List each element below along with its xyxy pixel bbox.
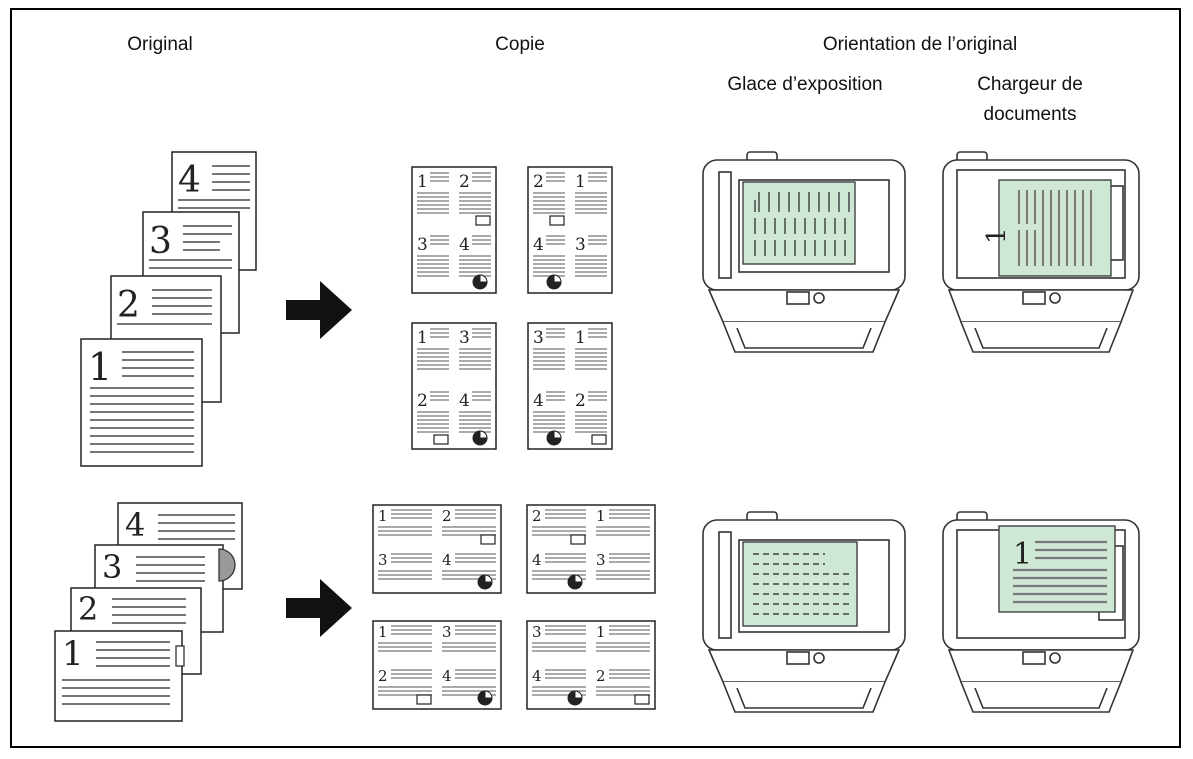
copy-page-number: 3 xyxy=(596,551,606,569)
copy-page-number: 1 xyxy=(575,172,586,192)
copy-page-number: 3 xyxy=(533,328,544,348)
copier-icon xyxy=(702,151,906,353)
box-mark xyxy=(475,215,491,226)
copy-sheet-landscape: 3 1 4 2 xyxy=(526,620,656,710)
copy-page-number: 1 xyxy=(575,328,586,348)
copy-sheet-landscape: 2 1 4 3 xyxy=(526,504,656,594)
copy-page-number: 1 xyxy=(417,328,428,348)
copy-page-number: 3 xyxy=(459,328,470,348)
page-number: 1 xyxy=(62,634,84,674)
copy-page-number: 3 xyxy=(532,623,542,641)
copy-sheet-landscape: 1 2 3 4 xyxy=(372,504,502,594)
copy-page-number: 4 xyxy=(532,551,542,569)
copy-page-number: 2 xyxy=(532,507,542,525)
copy-page-number: 2 xyxy=(596,667,606,685)
copy-page-number: 1 xyxy=(596,623,606,641)
document-feeder-icon: 1 xyxy=(942,511,1140,713)
copy-page-number: 2 xyxy=(442,507,452,525)
copy-sheet-portrait: 2 1 4 3 xyxy=(527,166,613,294)
copy-sheets: 1 2 3 4 2 1 4 3 1 3 2 4 3 1 4 2 1 2 3 4 2 1 4 3 1 3 2 4 3 1 4 2 xyxy=(372,166,656,710)
copy-page-number: 3 xyxy=(442,623,452,641)
copy-page-number: 2 xyxy=(417,391,428,411)
header-glace: Glace d’exposition xyxy=(727,74,883,95)
header-orientation: Orientation de l’original xyxy=(822,34,1018,55)
copy-sheet-landscape: 1 3 2 4 xyxy=(372,620,502,710)
document-feeder-icon: 1 xyxy=(942,151,1140,353)
box-mark xyxy=(480,534,496,545)
copy-page-number: 4 xyxy=(442,551,452,569)
page-number: 3 xyxy=(102,548,122,586)
original-page-1: 1 xyxy=(80,338,203,467)
copy-sheet-portrait: 1 3 2 4 xyxy=(411,322,497,450)
copy-page-number: 4 xyxy=(533,391,544,411)
page-number: 3 xyxy=(149,221,172,262)
copy-page-number: 1 xyxy=(378,507,388,525)
copy-page-number: 1 xyxy=(378,623,388,641)
copy-sheet-portrait: 1 2 3 4 xyxy=(411,166,497,294)
header-original: Original xyxy=(127,34,193,55)
landscape-originals: 4 3 2 1 xyxy=(54,502,243,722)
copy-page-number: 3 xyxy=(575,235,586,255)
copy-page-number: 3 xyxy=(417,235,428,255)
copy-page-number: 4 xyxy=(459,391,470,411)
original-page-1-landscape: 1 xyxy=(54,630,185,722)
feeder-original xyxy=(998,179,1112,277)
copy-sheet-outline xyxy=(526,620,656,710)
box-mark xyxy=(549,215,565,226)
copy-page-number: 3 xyxy=(378,551,388,569)
copy-page-number: 1 xyxy=(596,507,606,525)
box-mark xyxy=(634,694,650,705)
copy-sheet-outline xyxy=(526,504,656,594)
copy-page-number: 2 xyxy=(378,667,388,685)
copy-page-number: 4 xyxy=(533,235,544,255)
copy-page-number: 4 xyxy=(532,667,542,685)
page-number: 4 xyxy=(125,506,145,544)
glass-original xyxy=(742,541,858,627)
box-mark xyxy=(416,694,432,705)
box-mark xyxy=(570,534,586,545)
page-number: 2 xyxy=(117,285,140,326)
page-number: 1 xyxy=(88,345,112,389)
box-mark xyxy=(591,434,607,445)
header-chargeur-2: documents xyxy=(983,104,1077,125)
copy-page-number: 2 xyxy=(533,172,544,192)
page-number: 2 xyxy=(78,590,98,628)
copy-page-number: 4 xyxy=(442,667,452,685)
svg-text:1: 1 xyxy=(982,227,1012,244)
copy-page-number: 2 xyxy=(459,172,470,192)
box-mark xyxy=(433,434,449,445)
copy-page-number: 2 xyxy=(575,391,586,411)
copy-page-number: 4 xyxy=(459,235,470,255)
header-copie: Copie xyxy=(495,34,545,55)
page-number: 4 xyxy=(178,160,201,201)
svg-text:1: 1 xyxy=(1013,537,1032,572)
copy-sheet-portrait: 3 1 4 2 xyxy=(527,322,613,450)
header-chargeur-1: Chargeur de xyxy=(977,74,1083,95)
copy-page-number: 1 xyxy=(417,172,428,192)
portrait-originals: 4 3 2 xyxy=(80,151,257,467)
copier-icon xyxy=(702,511,906,713)
arrow-right-icon xyxy=(286,281,352,339)
arrow-right-icon xyxy=(286,579,352,637)
